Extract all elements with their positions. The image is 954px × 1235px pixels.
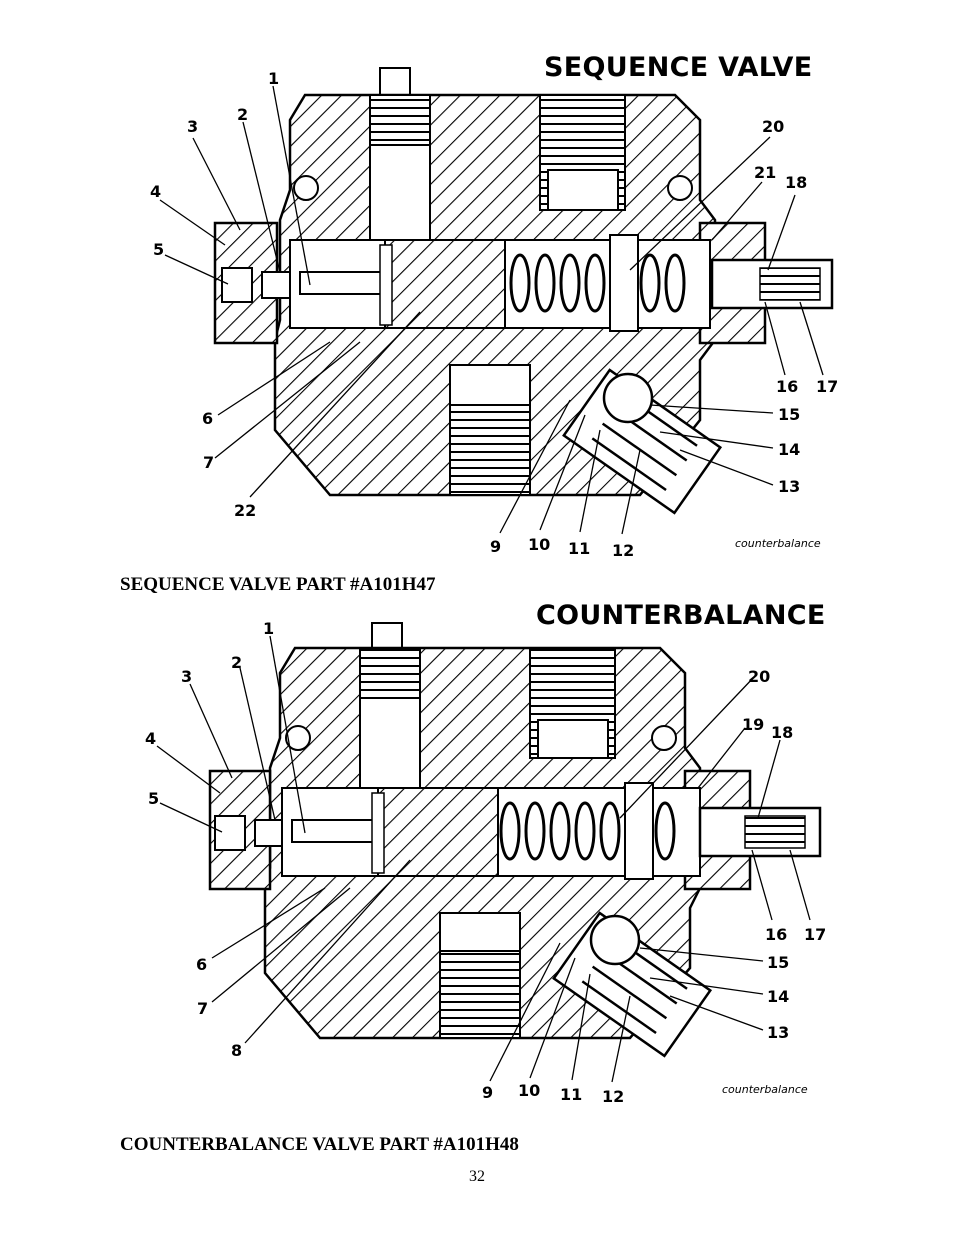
callout-label: 7 xyxy=(203,453,214,472)
callout-label: 11 xyxy=(568,539,590,558)
callout-label: 14 xyxy=(767,987,789,1006)
callout-label: 5 xyxy=(153,240,164,259)
callout-label: 7 xyxy=(197,999,208,1018)
valve-cross-section: 1 2 3 4 5 6 7 22 9 10 11 12 13 14 15 16 … xyxy=(150,67,838,560)
diagram-title: COUNTERBALANCE xyxy=(432,600,825,634)
callout-labels: 1 2 3 4 5 6 7 8 9 10 11 12 13 14 15 16 1… xyxy=(145,619,826,1106)
callout-label: 17 xyxy=(816,377,838,396)
callout-labels: 1 2 3 4 5 6 7 22 9 10 11 12 13 14 15 16 … xyxy=(150,69,838,560)
callout-label: 20 xyxy=(762,117,784,136)
callout-label: 18 xyxy=(771,723,793,742)
callout-label: 21 xyxy=(754,163,776,182)
diagram-tag: counterbalance xyxy=(735,537,821,550)
callout-label: 14 xyxy=(778,440,800,459)
counterbalance-valve-diagram: COUNTERBALANCE xyxy=(0,598,954,1118)
callout-label: 12 xyxy=(602,1087,624,1106)
diagram-title: SEQUENCE VALVE xyxy=(442,52,814,86)
callout-label: 9 xyxy=(490,537,501,556)
callout-label: 1 xyxy=(263,619,274,638)
page-number: 32 xyxy=(469,1168,485,1185)
callout-label: 13 xyxy=(767,1023,789,1042)
callout-label: 6 xyxy=(196,955,207,974)
callout-label: 22 xyxy=(234,501,256,520)
callout-label: 4 xyxy=(150,182,161,201)
callout-label: 20 xyxy=(748,667,770,686)
callout-label: 15 xyxy=(778,405,800,424)
diagram-tag: counterbalance xyxy=(722,1083,808,1096)
callout-label: 17 xyxy=(804,925,826,944)
callout-label: 6 xyxy=(202,409,213,428)
callout-label: 2 xyxy=(231,653,242,672)
callout-label: 10 xyxy=(528,535,550,554)
callout-label: 1 xyxy=(268,69,279,88)
callout-label: 3 xyxy=(187,117,198,136)
callout-label: 15 xyxy=(767,953,789,972)
callout-label: 8 xyxy=(231,1041,242,1060)
callout-label: 13 xyxy=(778,477,800,496)
sequence-valve-caption: SEQUENCE VALVE PART #A101H47 xyxy=(120,574,436,595)
callout-label: 16 xyxy=(776,377,798,396)
callout-label: 5 xyxy=(148,789,159,808)
callout-label: 19 xyxy=(742,715,764,734)
callout-label: 11 xyxy=(560,1085,582,1104)
callout-label: 12 xyxy=(612,541,634,560)
callout-label: 10 xyxy=(518,1081,540,1100)
counterbalance-valve-caption: COUNTERBALANCE VALVE PART #A101H48 xyxy=(120,1134,519,1155)
sequence-valve-diagram: SEQUENCE VALVE xyxy=(0,40,954,570)
callout-label: 9 xyxy=(482,1083,493,1102)
valve-cross-section: 1 2 3 4 5 6 7 8 9 10 11 12 13 14 15 16 1… xyxy=(145,619,826,1106)
callout-label: 16 xyxy=(765,925,787,944)
callout-label: 18 xyxy=(785,173,807,192)
callout-label: 2 xyxy=(237,105,248,124)
callout-label: 3 xyxy=(181,667,192,686)
callout-label: 4 xyxy=(145,729,156,748)
